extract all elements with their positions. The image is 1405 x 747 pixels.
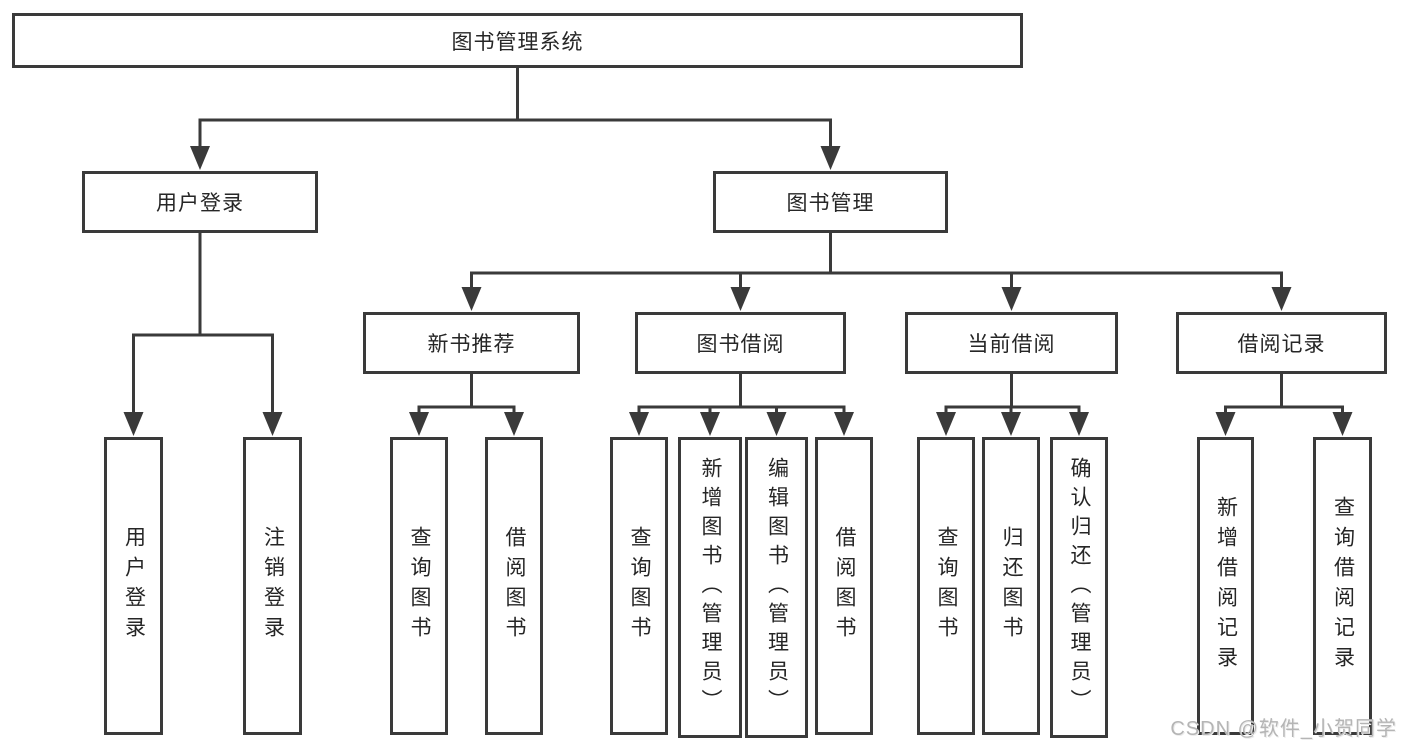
arrowhead-bor-edit-book: [766, 412, 787, 436]
diagram-node-cur-confirm-return: 确认归还（管理员）: [1050, 437, 1108, 738]
arrowhead-book-borrow: [730, 287, 751, 311]
arrowhead-rec-borrow-book: [504, 412, 524, 436]
diagram-node-bor-edit-book: 编辑图书（管理员）: [745, 437, 808, 738]
diagram-node-current-borrow: 当前借阅: [905, 312, 1118, 374]
arrowhead-rec-query-book: [409, 412, 429, 436]
arrowhead-new-book-rec: [461, 287, 482, 311]
diagram-node-rcd-query-record: 查询借阅记录: [1313, 437, 1372, 735]
arrowhead-bor-query-book: [629, 412, 649, 436]
diagram-node-cur-return-book: 归还图书: [982, 437, 1040, 735]
diagram-node-bor-add-book: 新增图书（管理员）: [678, 437, 742, 738]
diagram-node-bor-query-book: 查询图书: [610, 437, 668, 735]
arrowhead-book-mgmt: [820, 146, 841, 170]
arrowhead-logout-user: [262, 412, 283, 436]
arrowhead-bor-add-book: [700, 412, 720, 436]
diagram-node-cur-query-book: 查询图书: [917, 437, 975, 735]
csdn-watermark: CSDN @软件_小贺同学: [1170, 718, 1397, 740]
arrowhead-cur-query-book: [936, 412, 956, 436]
arrowhead-bor-borrow-book: [834, 412, 854, 436]
arrowhead-user-login: [190, 146, 210, 170]
diagram-node-book-mgmt: 图书管理: [713, 171, 948, 233]
arrowhead-rcd-query-record: [1332, 412, 1353, 436]
diagram-node-new-book-rec: 新书推荐: [363, 312, 580, 374]
diagram-node-login-user: 用户登录: [104, 437, 163, 735]
diagram-node-user-login: 用户登录: [82, 171, 318, 233]
arrowhead-current-borrow: [1001, 287, 1022, 311]
diagram-node-root: 图书管理系统: [12, 13, 1023, 68]
diagram-node-borrow-records: 借阅记录: [1176, 312, 1387, 374]
diagram-node-rcd-add-record: 新增借阅记录: [1197, 437, 1254, 735]
arrowhead-rcd-add-record: [1215, 412, 1236, 436]
arrowhead-cur-confirm-return: [1069, 412, 1089, 436]
diagram-node-rec-query-book: 查询图书: [390, 437, 448, 735]
diagram-node-logout-user: 注销登录: [243, 437, 302, 735]
diagram-node-book-borrow: 图书借阅: [635, 312, 846, 374]
arrowhead-login-user: [123, 412, 144, 436]
arrowhead-cur-return-book: [1001, 412, 1021, 436]
arrowhead-borrow-records: [1271, 287, 1292, 311]
diagram-node-rec-borrow-book: 借阅图书: [485, 437, 543, 735]
diagram-node-bor-borrow-book: 借阅图书: [815, 437, 873, 735]
